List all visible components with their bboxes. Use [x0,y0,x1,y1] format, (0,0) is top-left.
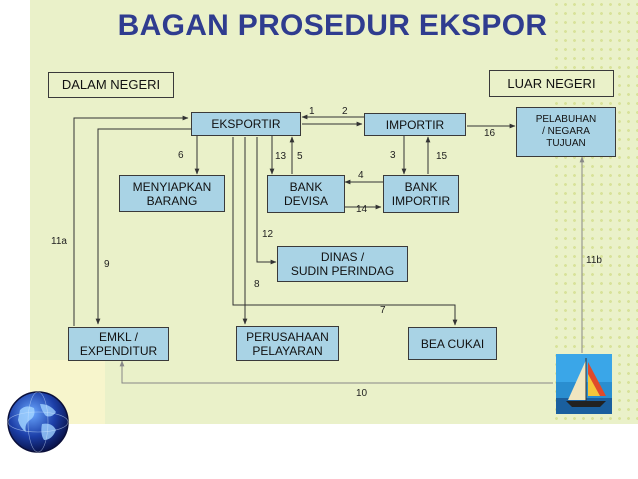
step-14: 14 [356,204,368,215]
step-10: 10 [356,388,368,399]
arrow-9 [95,128,191,325]
step-3: 3 [390,150,396,161]
dinas-box: DINAS / SUDIN PERINDAG [277,246,408,282]
step-15: 15 [436,151,448,162]
sailboat-icon [556,354,612,414]
page-title: BAGAN PROSEDUR EKSPOR [117,9,548,42]
step-11b: 11b [586,255,602,266]
step-12: 12 [262,229,274,240]
bank-devisa-box: BANK DEVISA [267,175,345,213]
emkl-box: EMKL / EXPENDITUR [68,327,169,361]
step-16: 16 [484,128,496,139]
luar-negeri-label: LUAR NEGERI [489,70,614,97]
step-7: 7 [380,305,386,316]
step-6: 6 [178,150,184,161]
step-4: 4 [358,170,364,181]
importir-box: IMPORTIR [364,113,466,136]
arrow-12 [256,137,277,265]
step-11a: 11a [51,236,67,247]
step-5: 5 [297,151,303,162]
bank-importir-box: BANK IMPORTIR [383,175,459,213]
step-13: 13 [275,151,287,162]
arrow-7 [232,137,458,326]
menyiapkan-barang-box: MENYIAPKAN BARANG [119,175,225,212]
step-1: 1 [309,106,315,117]
step-2: 2 [342,106,348,117]
step-9: 9 [104,259,110,270]
pelabuhan-box: PELABUHAN / NEGARA TUJUAN [516,107,616,157]
eksportir-box: EKSPORTIR [191,112,301,136]
step-8: 8 [254,279,260,290]
arrow-10 [119,360,553,384]
arrow-11a [73,115,189,326]
dalam-negeri-label: DALAM NEGERI [48,72,174,98]
bea-cukai-box: BEA CUKAI [408,327,497,360]
globe-icon [7,391,69,453]
perusahaan-pelayaran-box: PERUSAHAAN PELAYARAN [236,326,339,361]
